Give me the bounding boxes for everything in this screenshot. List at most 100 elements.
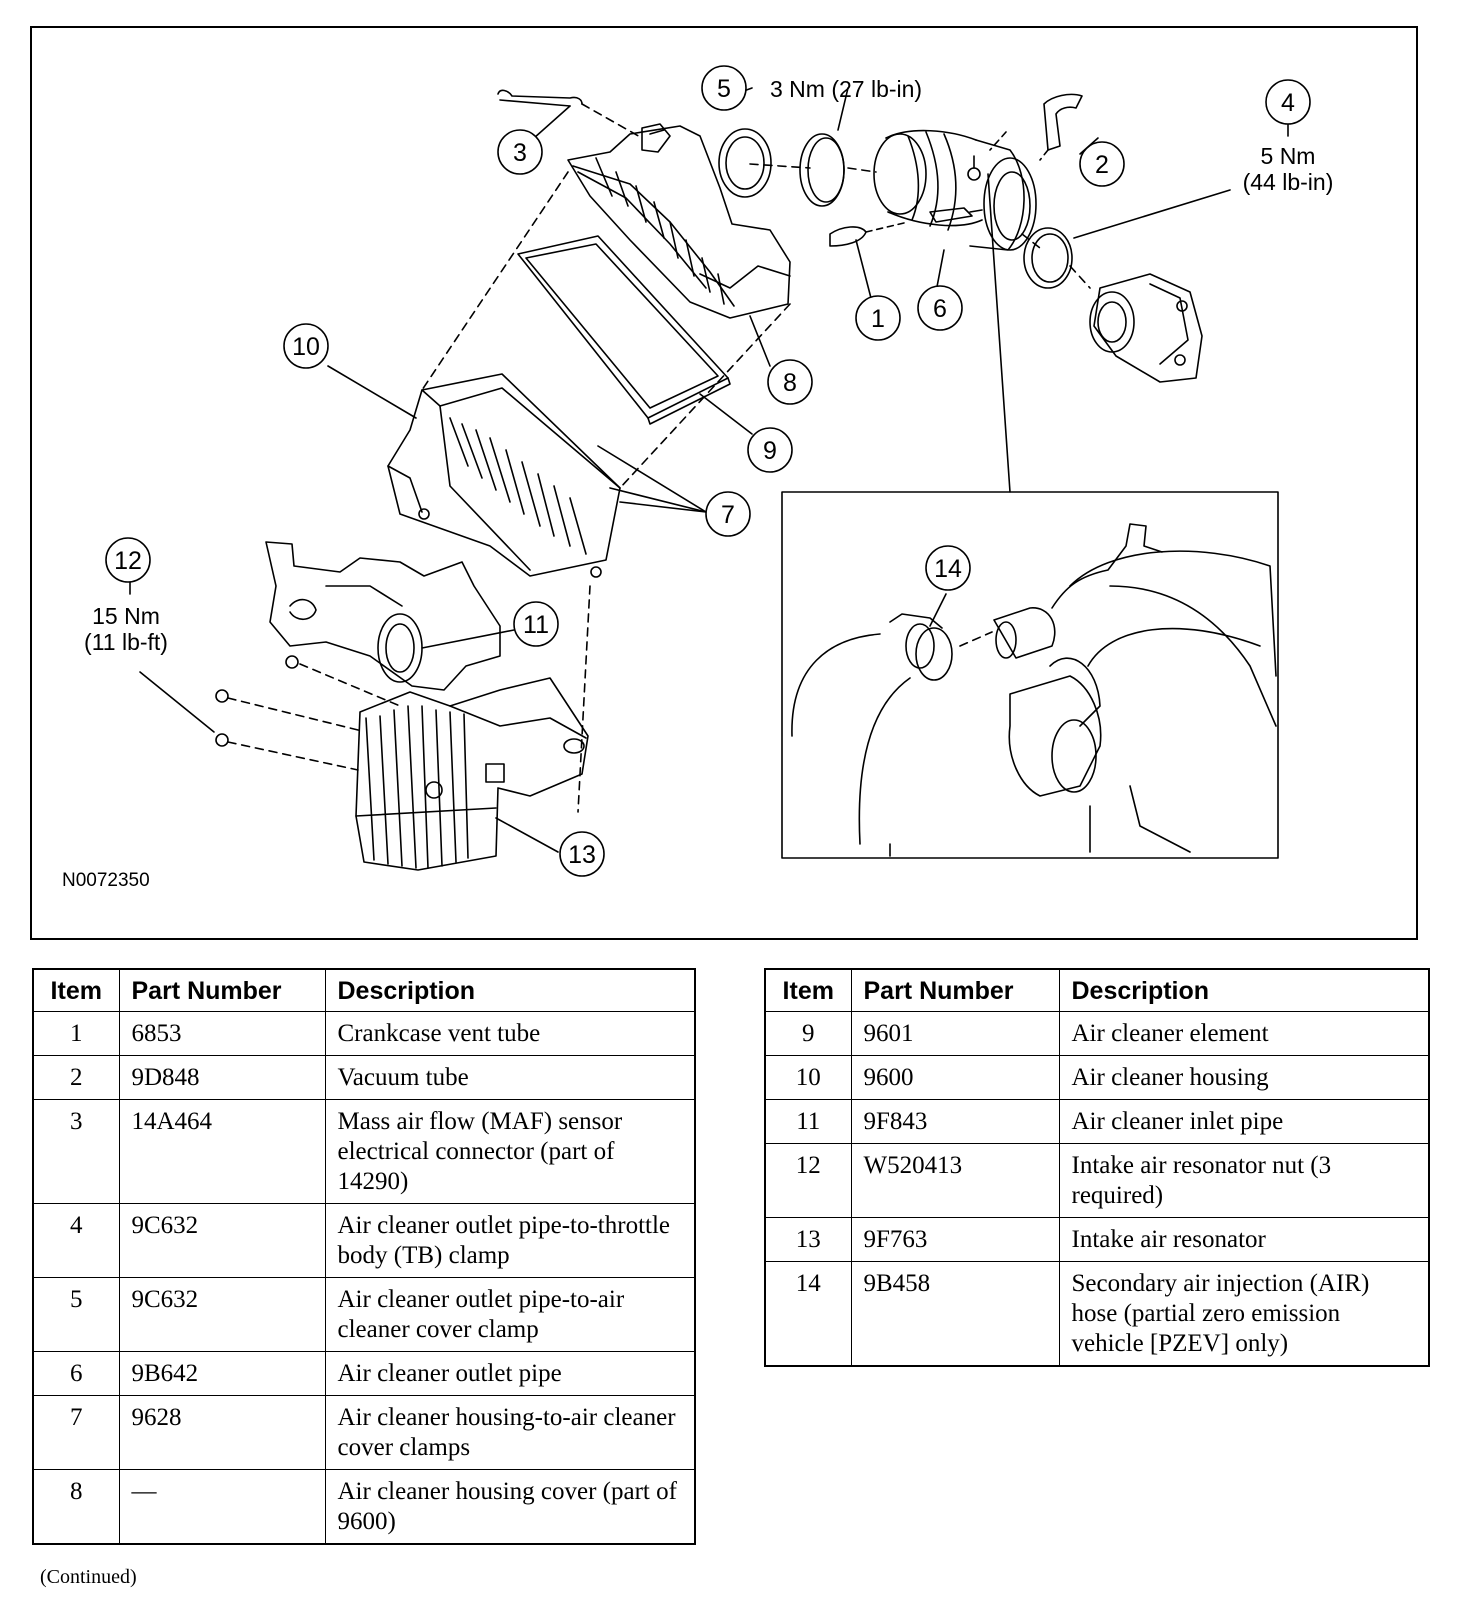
header-item: Item	[764, 968, 852, 1012]
part-number-cell: 9600	[850, 1055, 1060, 1100]
callout-label-14: 14	[934, 555, 962, 583]
callout-7	[705, 491, 751, 537]
callout-11	[513, 601, 559, 647]
leader-lines	[129, 87, 1289, 853]
item-cell: 4	[32, 1203, 120, 1278]
part-number-cell: 9F763	[850, 1217, 1060, 1262]
table-row: 8—Air cleaner housing cover (part of 960…	[32, 1469, 696, 1545]
callout-5	[701, 65, 747, 111]
callout-12	[105, 537, 151, 583]
part-number-cell: 9B458	[850, 1261, 1060, 1367]
description-cell: Air cleaner housing cover (part of 9600)	[324, 1469, 696, 1545]
description-cell: Crankcase vent tube	[324, 1011, 696, 1056]
table-header-row: Item Part Number Description	[32, 968, 696, 1012]
callout-label-2: 2	[1095, 151, 1109, 179]
part-number-cell: W520413	[850, 1143, 1060, 1218]
description-cell: Secondary air injection (AIR) hose (part…	[1058, 1261, 1430, 1367]
callout-label-6: 6	[933, 295, 947, 323]
callout-label-9: 9	[763, 437, 777, 465]
resonator-drawing	[355, 677, 589, 871]
description-cell: Air cleaner outlet pipe-to-air cleaner c…	[324, 1277, 696, 1352]
header-part-number: Part Number	[850, 968, 1060, 1012]
description-cell: Air cleaner housing-to-air cleaner cover…	[324, 1395, 696, 1470]
item-cell: 9	[764, 1011, 852, 1056]
torque-spec-4-line1: 5 Nm	[1261, 143, 1316, 169]
inlet-pipe-drawing	[265, 541, 501, 691]
header-description: Description	[324, 968, 696, 1012]
item-cell: 12	[764, 1143, 852, 1218]
clamp-5-drawing	[799, 133, 845, 207]
callout-10	[283, 323, 329, 369]
resonator-nuts-drawing	[215, 655, 299, 747]
outlet-pipe-drawing	[873, 129, 1037, 251]
housing-drawing	[387, 373, 621, 578]
description-cell: Vacuum tube	[324, 1055, 696, 1100]
callout-label-5: 5	[717, 75, 731, 103]
item-cell: 1	[32, 1011, 120, 1056]
filter-element-drawing	[517, 235, 731, 425]
callout-4	[1265, 79, 1311, 125]
item-cell: 10	[764, 1055, 852, 1100]
part-number-cell: 9B642	[118, 1351, 326, 1396]
housing-cover-drawing	[567, 123, 791, 319]
callout-label-8: 8	[783, 369, 797, 397]
item-cell: 5	[32, 1277, 120, 1352]
assembly-lines	[227, 163, 1091, 813]
part-number-cell: 9D848	[118, 1055, 326, 1100]
item-cell: 11	[764, 1099, 852, 1144]
header-item: Item	[32, 968, 120, 1012]
callout-8	[767, 359, 813, 405]
callout-14	[925, 545, 971, 591]
continued-note: (Continued)	[40, 1566, 137, 1588]
part-number-cell: 9628	[118, 1395, 326, 1470]
callout-label-10: 10	[292, 333, 320, 361]
description-cell: Intake air resonator	[1058, 1217, 1430, 1262]
callout-label-13: 13	[568, 841, 596, 869]
throttle-body-drawing	[1089, 273, 1203, 383]
callout-label-4: 4	[1281, 89, 1295, 117]
item-cell: 14	[764, 1261, 852, 1367]
description-cell: Mass air flow (MAF) sensor electrical co…	[324, 1099, 696, 1204]
callout-label-7: 7	[721, 501, 735, 529]
part-number-cell: 9C632	[118, 1203, 326, 1278]
torque-spec-5: 3 Nm (27 lb-in)	[770, 76, 922, 102]
torque-spec-12-line2: (11 lb-ft)	[84, 629, 168, 655]
header-description: Description	[1058, 968, 1430, 1012]
exploded-view-figure: 5 4 3 2 1 6 10 8 9 7 14 12 11 13 3 Nm (2…	[30, 26, 1418, 940]
item-cell: 2	[32, 1055, 120, 1100]
callout-label-12: 12	[114, 547, 142, 575]
part-number-cell: 9601	[850, 1011, 1060, 1056]
header-part-number: Part Number	[118, 968, 326, 1012]
maf-connector-drawing	[497, 89, 643, 139]
clamp-4-drawing	[1023, 227, 1073, 289]
callout-label-1: 1	[871, 305, 885, 333]
callout-1	[855, 295, 901, 341]
vacuum-tube-drawing	[1043, 93, 1083, 151]
item-cell: 7	[32, 1395, 120, 1470]
item-cell: 3	[32, 1099, 120, 1204]
figure-id: N0072350	[62, 870, 150, 891]
torque-spec-12-line1: 15 Nm	[92, 603, 160, 629]
description-cell: Intake air resonator nut (3 required)	[1058, 1143, 1430, 1218]
part-number-cell: 9F843	[850, 1099, 1060, 1144]
callout-6	[917, 285, 963, 331]
callout-9	[747, 427, 793, 473]
description-cell: Air cleaner outlet pipe-to-throttle body…	[324, 1203, 696, 1278]
description-cell: Air cleaner outlet pipe	[324, 1351, 696, 1396]
description-cell: Air cleaner inlet pipe	[1058, 1099, 1430, 1144]
item-cell: 6	[32, 1351, 120, 1396]
